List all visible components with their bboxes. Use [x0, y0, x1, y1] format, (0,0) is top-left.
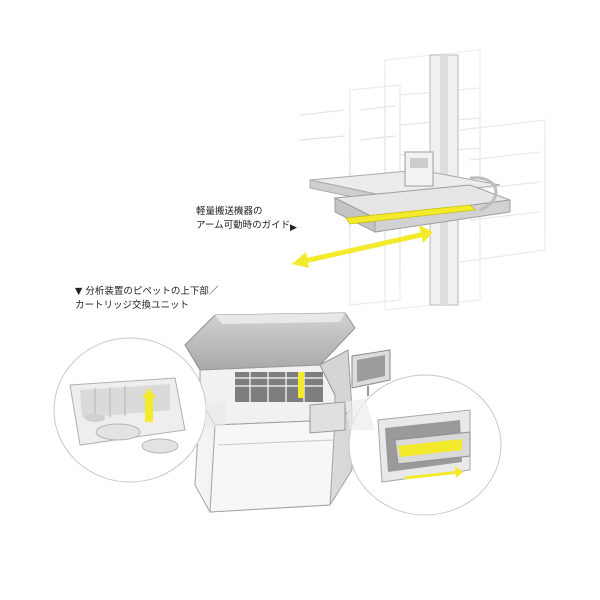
callout-connector-left: [205, 400, 225, 430]
arm-caption-line1: 軽量搬送機器の: [196, 206, 263, 217]
analyzer-machine: [184, 312, 391, 513]
pipette-caption-line1: ▼ 分析装置のピペットの上下部／: [75, 286, 219, 297]
arm-caption-line2: アーム可動時のガイド: [196, 220, 291, 231]
arm-caption-marker-icon: ▶: [290, 223, 297, 233]
pipette-unit-callout: [53, 337, 207, 483]
movement-arrow: [292, 225, 433, 268]
arm-carriage: [333, 151, 511, 233]
transport-arm-scene: [0, 49, 600, 320]
arm-guide-caption: 軽量搬送機器の アーム可動時のガイド ▶: [196, 205, 297, 233]
pipette-unit-caption: ▼ 分析装置のピペットの上下部／ カートリッジ交換ユニット: [75, 285, 218, 313]
pipette-caption-line2: カートリッジ交換ユニット: [75, 300, 190, 311]
monitor: [351, 349, 391, 396]
callout-connector-right: [345, 398, 375, 430]
cartridge-unit-callout: [348, 374, 502, 516]
